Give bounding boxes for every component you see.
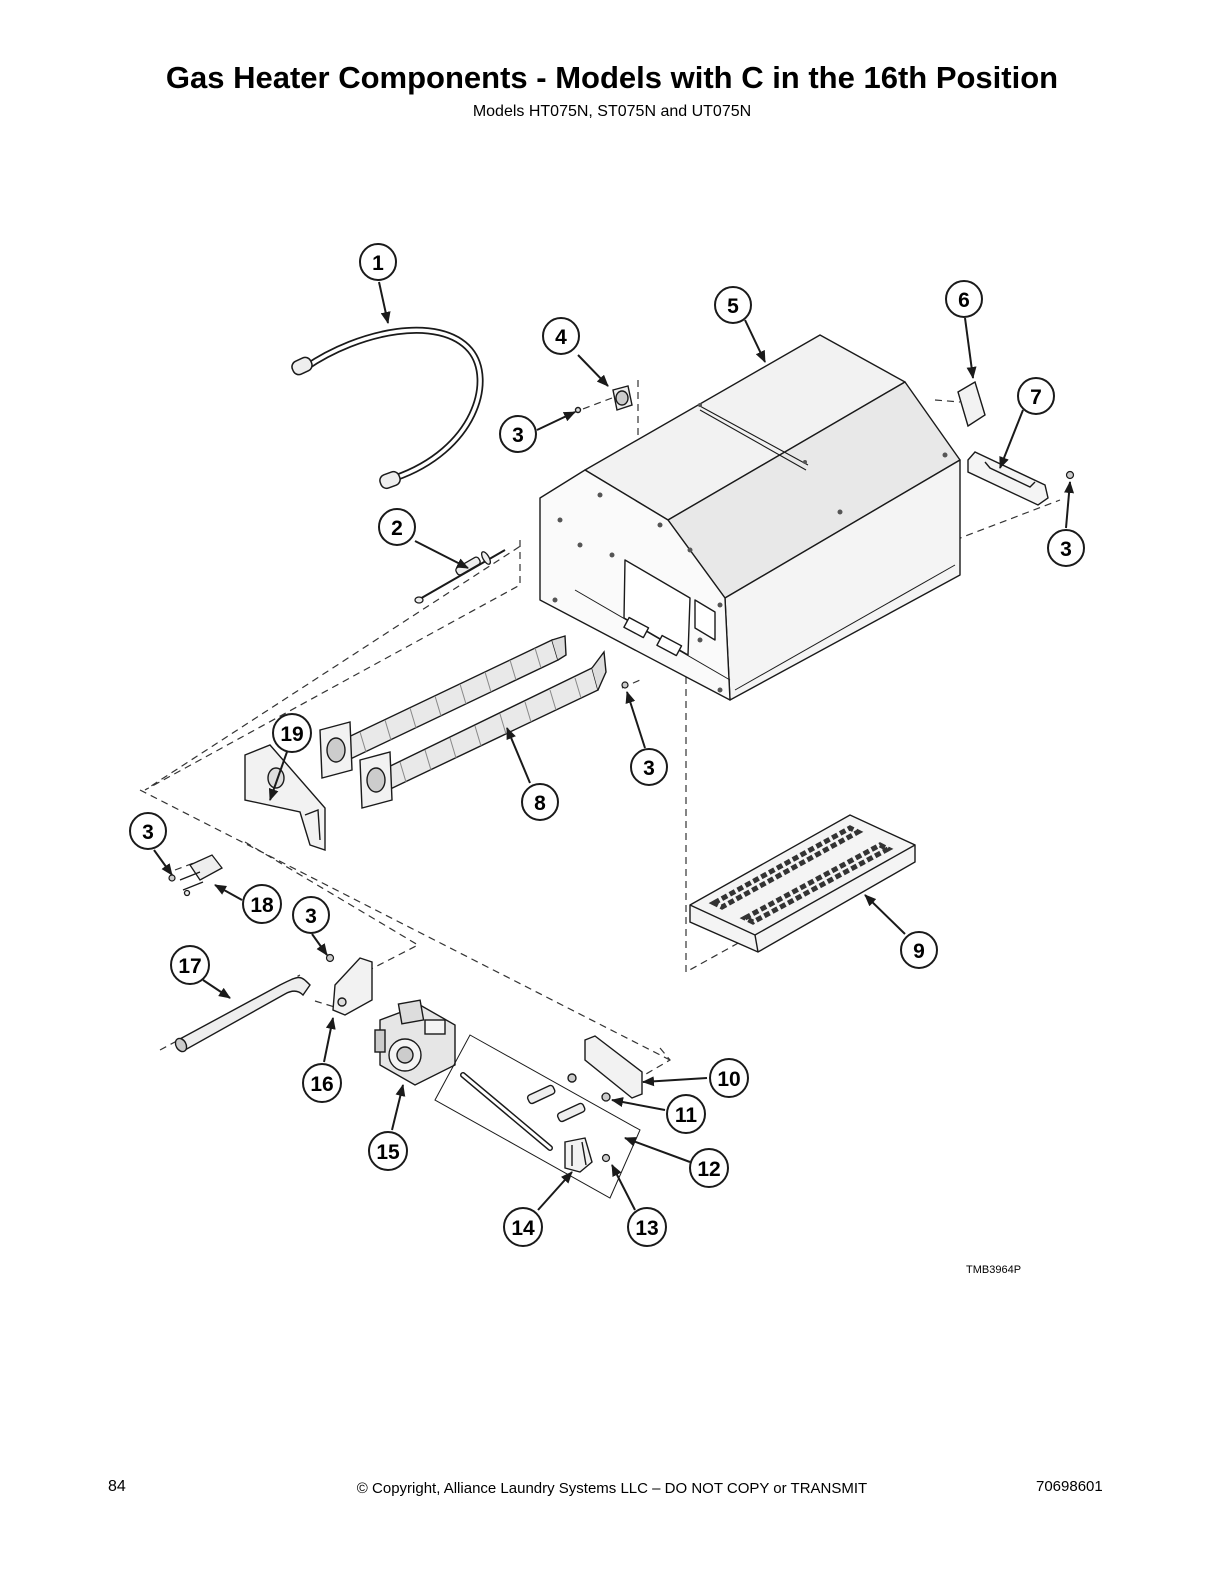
svg-text:14: 14 — [511, 1217, 535, 1240]
manifold-support — [564, 1137, 593, 1173]
callout-8: 8 — [521, 783, 559, 821]
callout-15: 15 — [368, 1131, 408, 1171]
valve-bracket — [332, 957, 373, 1016]
callout-11: 11 — [666, 1094, 706, 1134]
svg-text:18: 18 — [250, 894, 274, 917]
gas-valve — [374, 999, 456, 1086]
leader-arrows — [153, 281, 1075, 1211]
svg-text:7: 7 — [1030, 386, 1042, 409]
mounting-bracket — [967, 451, 1049, 506]
document-number: 70698601 — [1036, 1478, 1103, 1495]
manifold-bracket — [584, 1035, 643, 1099]
svg-text:10: 10 — [717, 1068, 740, 1091]
hi-limit-thermostat — [574, 385, 633, 414]
callout-17: 17 — [170, 945, 210, 985]
page-subtitle: Models HT075N, ST075N and UT075N — [472, 103, 752, 120]
callout-12: 12 — [689, 1148, 729, 1188]
svg-text:3: 3 — [142, 821, 154, 844]
callout-9: 9 — [900, 931, 938, 969]
orifice — [601, 1092, 611, 1102]
callout-10: 10 — [709, 1058, 749, 1098]
svg-text:11: 11 — [675, 1104, 698, 1127]
callout-3-a: 3 — [499, 415, 537, 453]
burner-grate — [689, 814, 916, 953]
small-screw — [601, 1153, 611, 1163]
svg-text:17: 17 — [178, 955, 201, 978]
svg-text:3: 3 — [643, 757, 655, 780]
svg-text:1: 1 — [372, 252, 384, 275]
callout-7: 7 — [1017, 377, 1055, 415]
screws — [168, 470, 1075, 963]
callout-14: 14 — [503, 1207, 543, 1247]
gas-pipe — [174, 976, 311, 1053]
callout-16: 16 — [302, 1063, 342, 1103]
page-number: 84 — [108, 1478, 126, 1495]
svg-text:19: 19 — [280, 723, 303, 746]
heater-box — [539, 334, 961, 701]
callout-1: 1 — [359, 243, 397, 281]
svg-text:12: 12 — [697, 1158, 720, 1181]
flame-sensor-probe — [414, 549, 506, 604]
svg-text:13: 13 — [635, 1217, 658, 1240]
copyright-notice: © Copyright, Alliance Laundry Systems LL… — [356, 1480, 868, 1497]
svg-text:8: 8 — [534, 792, 546, 815]
svg-text:9: 9 — [913, 940, 925, 963]
callout-4: 4 — [542, 317, 580, 355]
burner-tubes — [319, 635, 607, 809]
svg-text:16: 16 — [310, 1073, 333, 1096]
manifold-assembly — [434, 1034, 641, 1199]
svg-text:6: 6 — [958, 289, 970, 312]
figure-id: TMB3964P — [966, 1264, 1022, 1276]
svg-text:4: 4 — [555, 326, 567, 349]
svg-text:3: 3 — [1060, 538, 1072, 561]
igniter — [168, 854, 223, 897]
callout-3-d: 3 — [129, 812, 167, 850]
callout-3-e: 3 — [292, 896, 330, 934]
svg-text:2: 2 — [391, 517, 403, 540]
svg-text:3: 3 — [512, 424, 524, 447]
callout-13: 13 — [627, 1207, 667, 1247]
electrode-cable — [291, 326, 484, 490]
callout-3-c: 3 — [630, 748, 668, 786]
callout-2: 2 — [378, 508, 416, 546]
callout-5: 5 — [714, 286, 752, 324]
svg-text:15: 15 — [376, 1141, 400, 1164]
label-plate — [957, 380, 986, 428]
burner-bracket — [244, 744, 326, 851]
callout-3-b: 3 — [1047, 529, 1085, 567]
svg-text:5: 5 — [727, 295, 739, 318]
callout-labels: 1 2 3 3 3 3 3 4 — [129, 243, 1085, 1247]
callout-19: 19 — [272, 713, 312, 753]
svg-text:3: 3 — [305, 905, 317, 928]
callout-6: 6 — [945, 280, 983, 318]
callout-18: 18 — [242, 884, 282, 924]
page-title: Gas Heater Components - Models with C in… — [165, 60, 1059, 95]
